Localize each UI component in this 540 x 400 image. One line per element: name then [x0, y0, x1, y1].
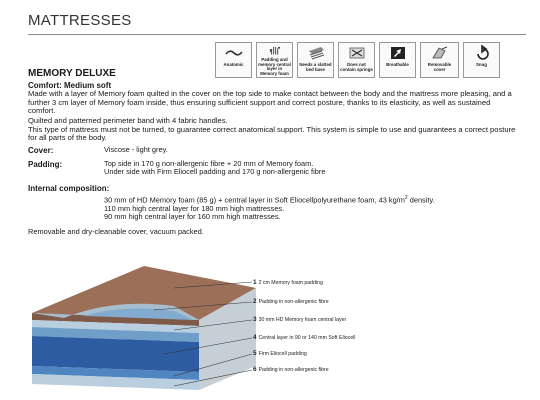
breathable-badge: Breathable: [379, 42, 416, 78]
anatomic-icon: [224, 50, 243, 56]
icon-label: Anatomic: [223, 62, 244, 67]
title-divider: [28, 34, 526, 35]
icon-label: Does not contain springs: [340, 62, 373, 72]
slatted-base-badge: Needs a slatted bed base: [297, 42, 334, 78]
mattress-cross-section: [32, 266, 256, 390]
padding-top-side: Top side in 170 g non-allergenic fibre +…: [104, 159, 314, 168]
memory-foam-badge: Padding and memory central layer in Memo…: [256, 42, 293, 78]
padding-value: Top side in 170 g non-allergenic fibre +…: [104, 159, 326, 177]
icon-label: Needs a slatted bed base: [299, 62, 332, 72]
composition-line-3: 90 mm high central layer for 160 mm high…: [104, 212, 281, 222]
no-springs-badge: Does not contain springs: [338, 42, 375, 78]
internal-composition-label: Internal composition:: [28, 184, 110, 193]
comfort-level: Comfort: Medium soft: [28, 81, 112, 90]
icon-label: Removable cover: [427, 62, 452, 72]
removable-note: Removable and dry-cleanable cover, vacuu…: [28, 227, 204, 236]
removable-cover-icon: [431, 46, 447, 59]
mattress-side-right: [199, 288, 256, 390]
composition-line-1: 30 mm of HD Memory foam (85 g) + central…: [104, 195, 435, 205]
slatted-bed-base-icon: [308, 47, 324, 60]
cover-label: Cover:: [28, 146, 54, 155]
perimeter-band-text: Quilted and patterned perimeter band wit…: [28, 116, 228, 125]
removable-cover-badge: Removable cover: [420, 42, 459, 78]
anatomic-badge: Anatomic: [215, 42, 252, 78]
layer-fibre-bottom: [32, 374, 199, 390]
layer-fibre-top: [32, 320, 199, 333]
usage-text: This type of mattress must not be turned…: [28, 124, 516, 143]
padding-under-side: Under side with Firm Eliocell padding an…: [104, 167, 326, 177]
snug-icon: [476, 45, 489, 60]
layer-firm-eliocell: [32, 366, 199, 380]
product-description-extra: Quilted and patterned perimeter band wit…: [28, 116, 518, 143]
icon-label: Snug: [476, 62, 487, 67]
layer-core: [32, 336, 199, 372]
cover-value: Viscose - light grey.: [104, 145, 168, 154]
layer-memory-foam: [32, 327, 199, 342]
page-title: MATTRESSES: [28, 12, 132, 29]
snug-badge: Snug: [463, 42, 500, 78]
front-cover-edge: [32, 313, 199, 326]
memory-foam-padding-icon: [269, 46, 280, 55]
padding-label: Padding:: [28, 160, 63, 169]
internal-composition-value: 30 mm of HD Memory foam (85 g) + central…: [104, 194, 435, 222]
icon-label: Padding and memory central layer in Memo…: [258, 56, 291, 77]
icon-label: Breathable: [386, 62, 409, 67]
no-springs-icon: [349, 47, 364, 59]
cutaway-core: [84, 308, 194, 320]
product-description: Made with a layer of Memory foam quilted…: [28, 89, 512, 116]
breathable-icon: [390, 47, 405, 59]
feature-icons: Anatomic Padding and memory central laye…: [215, 42, 500, 78]
product-name: MEMORY DELUXE: [28, 68, 116, 79]
composition-line-2: 110 mm high central layer for 180 mm hig…: [104, 203, 285, 213]
